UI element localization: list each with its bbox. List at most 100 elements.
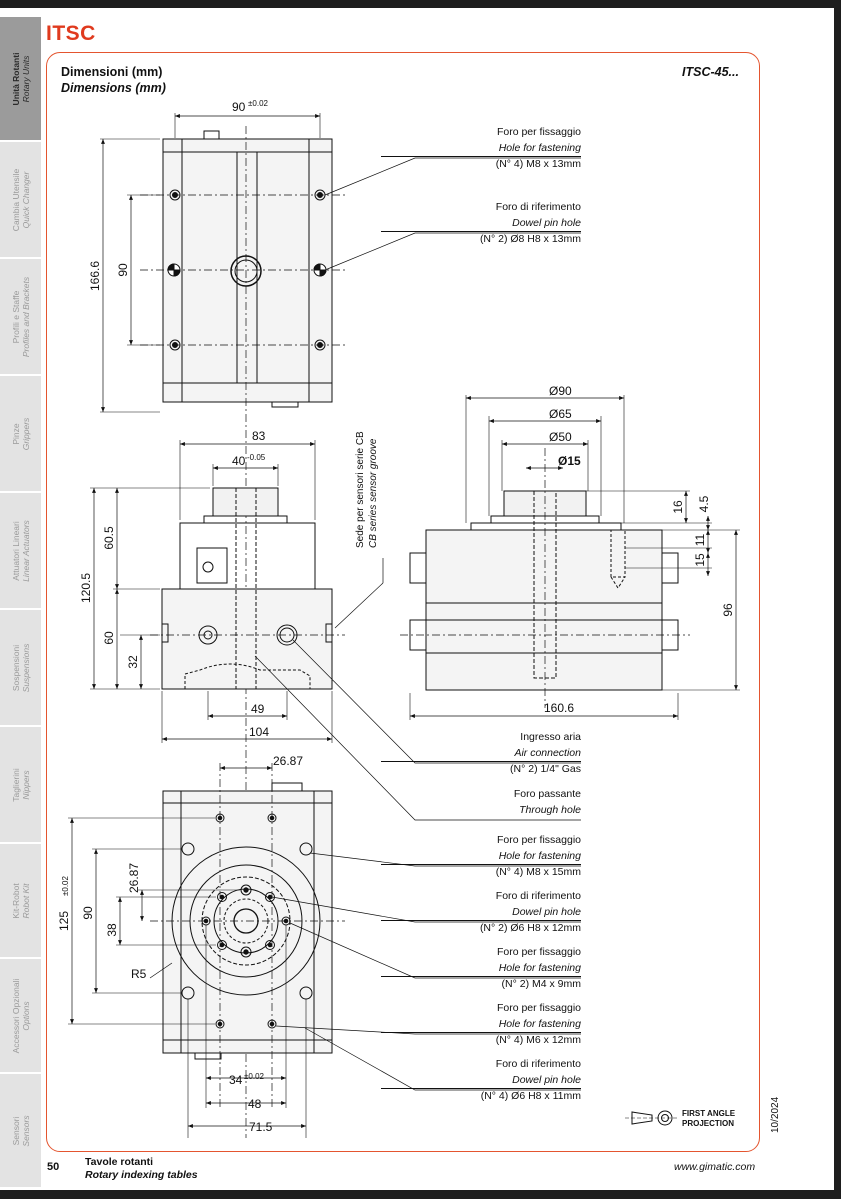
dim-side-160-6: 160.6 — [544, 701, 574, 715]
dim-top-width-tol: ±0.02 — [248, 99, 269, 108]
callout-spec: (N° 4) M8 x 15mm — [381, 864, 581, 881]
publication-date: 10/2024 — [770, 1096, 781, 1133]
callout-spec: (N° 2) M4 x 9mm — [381, 976, 581, 993]
dim-side-d90: Ø90 — [549, 384, 572, 398]
dim-bottom-71-5: 71.5 — [249, 1120, 273, 1134]
callout-it: Foro passante — [513, 788, 581, 800]
dim-side-96: 96 — [721, 603, 735, 617]
dim-bottom-26-87-h: 26.87 — [273, 754, 303, 768]
footer-title-en: Rotary indexing tables — [85, 1169, 198, 1181]
callout-top-fastening: Foro per fissaggio Hole for fastening (N… — [381, 125, 581, 173]
callout-leaders — [254, 157, 581, 1091]
dim-bottom-90: 90 — [81, 906, 95, 920]
page-number: 50 — [47, 1161, 60, 1173]
callout-it: Foro per fissaggio — [496, 834, 581, 846]
model-code: ITSC-45... — [682, 65, 739, 79]
dim-bottom-34-tol: ±0.02 — [244, 1072, 265, 1081]
dim-front-32: 32 — [126, 655, 140, 669]
callout-air-connection: Ingresso aria Air connection (N° 2) 1/4"… — [381, 730, 581, 778]
dim-front-60-5: 60.5 — [102, 526, 116, 550]
callout-spec: (N° 2) Ø8 H8 x 13mm — [381, 231, 581, 248]
dimension-labels: 90 ±0.02 166.6 90 83 40 -0.05 120.5 60.5… — [57, 99, 735, 1134]
footer-title: Tavole rotanti — [85, 1156, 154, 1168]
dim-top-height: 166.6 — [88, 261, 102, 291]
dim-front-40-tol: -0.05 — [247, 453, 266, 462]
callout-en: Through hole — [519, 803, 581, 816]
callout-en: Air connection — [514, 746, 581, 759]
callout-through-hole: Foro passante Through hole — [381, 787, 581, 818]
callout-en: Dowel pin hole — [512, 216, 581, 229]
dim-bottom-r5: R5 — [131, 967, 147, 981]
bottom-view — [68, 763, 345, 1138]
callout-en: Dowel pin hole — [512, 905, 581, 918]
callout-en: Hole for fastening — [498, 961, 581, 974]
dim-side-11: 11 — [693, 533, 707, 546]
dim-top-inner: 90 — [116, 263, 130, 277]
dim-top-width: 90 — [232, 100, 246, 114]
callout-en: Dowel pin hole — [512, 1073, 581, 1086]
website-link[interactable]: www.gimatic.com — [674, 1161, 756, 1173]
dim-side-d65: Ø65 — [549, 407, 572, 421]
callout-en: Hole for fastening — [498, 849, 581, 862]
callout-bottom-fastening-m4: Foro per fissaggio Hole for fastening (N… — [381, 945, 581, 993]
section-heading: Dimensioni (mm) — [61, 65, 163, 79]
callout-it: Foro di riferimento — [495, 890, 581, 902]
callout-en: Hole for fastening — [498, 141, 581, 154]
sensor-note-it: Sede per sensori serie CB — [355, 431, 366, 548]
projection-line2: PROJECTION — [682, 1119, 735, 1128]
dim-front-60: 60 — [102, 631, 116, 645]
callout-bottom-dowel-6x11: Foro di riferimento Dowel pin hole (N° 4… — [381, 1057, 581, 1105]
callout-it: Foro per fissaggio — [496, 126, 581, 138]
dim-front-40: 40 — [232, 454, 246, 468]
content-frame — [46, 52, 760, 1152]
dim-bottom-48: 48 — [248, 1097, 262, 1111]
dim-front-120-5: 120.5 — [79, 573, 93, 603]
callout-top-dowel: Foro di riferimento Dowel pin hole (N° 2… — [381, 200, 581, 248]
dim-bottom-26-87-v: 26.87 — [127, 863, 141, 893]
projection-label: FIRST ANGLE PROJECTION — [682, 1109, 735, 1129]
dim-side-d50: Ø50 — [549, 430, 572, 444]
section-heading-en: Dimensions (mm) — [61, 81, 166, 95]
dim-bottom-38: 38 — [105, 923, 119, 937]
dim-front-104: 104 — [249, 725, 269, 739]
dim-side-15: 15 — [693, 553, 707, 567]
callout-bottom-fastening-m8: Foro per fissaggio Hole for fastening (N… — [381, 833, 581, 881]
callout-it: Foro di riferimento — [495, 1058, 581, 1070]
callout-bottom-fastening-m6: Foro per fissaggio Hole for fastening (N… — [381, 1001, 581, 1049]
callout-spec: (N° 2) Ø6 H8 x 12mm — [381, 920, 581, 937]
technical-drawing: 90 ±0.02 166.6 90 83 40 -0.05 120.5 60.5… — [57, 99, 740, 1138]
first-angle-projection-icon — [625, 1110, 678, 1126]
callout-en: Hole for fastening — [498, 1017, 581, 1030]
callout-spec: (N° 2) 1/4" Gas — [381, 761, 581, 778]
callout-it: Foro di riferimento — [495, 201, 581, 213]
callout-spec: (N° 4) M8 x 13mm — [381, 156, 581, 173]
dim-bottom-34: 34 — [229, 1073, 243, 1087]
page-title: ITSC — [46, 22, 96, 45]
dim-side-4-5: 4.5 — [697, 495, 711, 512]
front-view — [90, 440, 384, 743]
side-view — [400, 395, 740, 720]
dim-bottom-125: 125 — [57, 911, 71, 931]
dim-bottom-125-tol: ±0.02 — [61, 875, 70, 896]
callout-bottom-dowel-6x12: Foro di riferimento Dowel pin hole (N° 2… — [381, 889, 581, 937]
dim-front-49: 49 — [251, 702, 265, 716]
callout-spec: (N° 4) M6 x 12mm — [381, 1032, 581, 1049]
projection-line1: FIRST ANGLE — [682, 1109, 736, 1118]
callout-it: Ingresso aria — [520, 731, 581, 743]
sensor-note-en: CB series sensor groove — [368, 438, 379, 549]
callout-it: Foro per fissaggio — [496, 946, 581, 958]
dim-front-83: 83 — [252, 429, 266, 443]
callout-it: Foro per fissaggio — [496, 1002, 581, 1014]
